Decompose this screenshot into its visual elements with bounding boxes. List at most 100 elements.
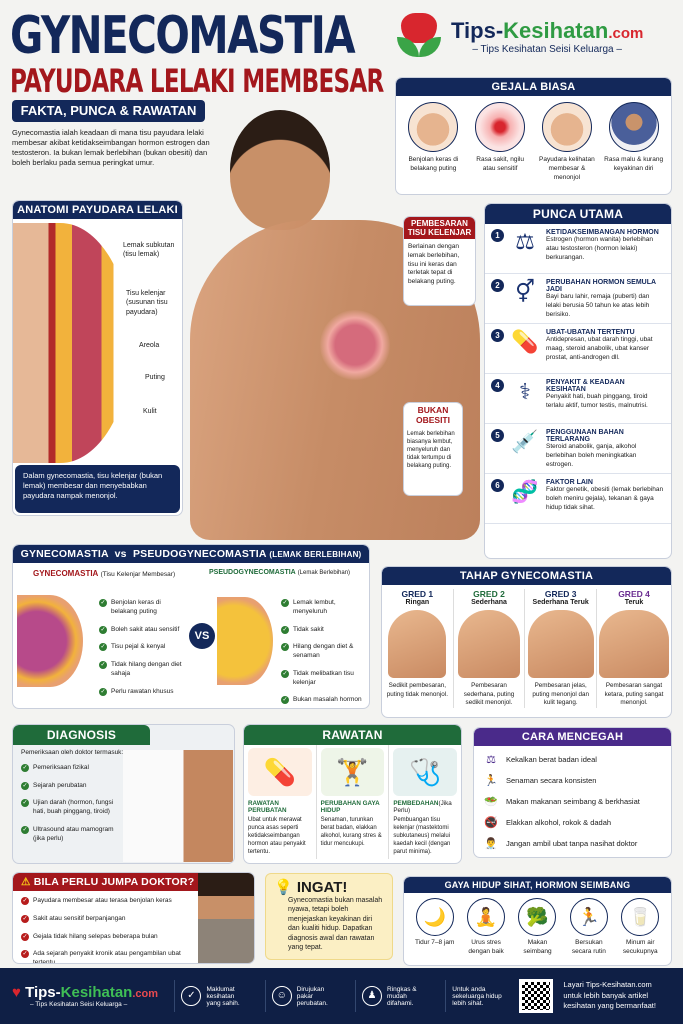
anatomy-label: Tisu kelenjar (susunan tisu payudara) [126, 290, 168, 316]
breast-anatomy-illustration [13, 223, 131, 463]
gaya-title: GAYA HIDUP SIHAT, HORMON SEIMBANG [404, 877, 671, 893]
intro-text: Gynecomastia ialah keadaan di mana tisu … [12, 128, 210, 168]
punca-title: PENYAKIT & KEADAAN KESIHATAN [546, 379, 625, 393]
callout-text: Lemak berlebihan biasanya lembut, menyel… [407, 431, 455, 470]
punca-title: FAKTOR LAIN [546, 479, 593, 486]
punca-text: Antidepresan, ubat darah tinggi, ubat ma… [546, 336, 653, 361]
exercise-icon: 🏃 [484, 775, 498, 787]
lightbulb-icon: 💡 [274, 879, 293, 896]
check-item: ✓Hilang dengan diet & senaman [281, 643, 369, 661]
punca-text: Bayi baru lahir, remaja (puberti) dan le… [546, 293, 650, 318]
logo-name-b: Kesihatan [503, 17, 609, 43]
gaya-label: Minum air secukupnya [622, 939, 658, 955]
grade-text: Pembesaran jelas, puting menonjol dan ku… [532, 682, 590, 706]
anatomy-label: Puting [145, 374, 165, 381]
grade-text: Pembesaran sangat ketara, puting sangat … [604, 682, 664, 706]
ingat-section: 💡 INGAT! Gynecomastia bukan masalah nyaw… [265, 873, 393, 960]
grade-number: GRED 3 [544, 589, 577, 599]
rawatan-item-title: RAWATAN PERUBATAN [248, 800, 287, 814]
check-icon: ✓ [21, 950, 29, 959]
check-icon: ✓ [21, 781, 29, 790]
mencegah-text: Jangan ambil ubat tanpa nasihat doktor [506, 839, 638, 848]
punca-title: UBAT-UBATAN TERTENTU [546, 329, 635, 336]
ingat-title: INGAT! [296, 879, 348, 896]
punca-text: Estrogen (hormon wanita) berlebihan atau… [546, 236, 653, 261]
brand-logo[interactable]: Tips-Kesihatan.com – Tips Kesihatan Seis… [395, 10, 665, 62]
punca-title: PENGGUNAAN BAHAN TERLARANG [546, 429, 624, 443]
gaya-label: Tidur 7–8 jam [414, 939, 455, 946]
step-number: 1 [491, 229, 504, 242]
check-item: ✓Ultrasound atau mamogram (jika perlu) [21, 825, 125, 844]
pseudo-label: PSEUDOGYNECOMASTIA [209, 569, 296, 576]
rawatan-title: RAWATAN [244, 725, 461, 745]
check-item: ✓Gejala tidak hilang selepas beberapa bu… [21, 932, 195, 942]
rawatan-item-text: Ubat untuk merawat punca asas seperti ke… [248, 817, 306, 856]
gejala-label: Payudara kelihatan membesar & menonjol [539, 156, 595, 181]
caduceus-icon: ⚕ [519, 379, 531, 404]
footer-feature: ☺Dirujukan pakar perubatan. [264, 980, 345, 1012]
heart-icon: ♥ [12, 984, 21, 1001]
check-icon: ✓ [21, 799, 29, 808]
pain-icon [475, 102, 526, 152]
check-icon: ✓ [99, 687, 107, 696]
check-item: ✓Tidak hilang dengan diet sahaja [99, 661, 189, 679]
qr-code[interactable] [519, 979, 554, 1013]
check-item: ✓ Payudara membesar atau terasa benjolan … [21, 897, 195, 906]
check-text: Payudara membesar atau terasa benjolan k… [33, 897, 172, 904]
anatomy-label: Kulit [143, 408, 157, 415]
punca-title: PERUBAHAN HORMON SEMULA JADI [546, 279, 656, 293]
mencegah-item: 🥗Makan makanan seimbang & berkhasiat [474, 791, 671, 812]
healthy-food-icon: 🥦 [518, 898, 557, 936]
footer-logo[interactable]: ♥ Tips-Kesihatan.com – Tips Kesihatan Se… [12, 984, 164, 1008]
footer-feature-text: Untuk anda sekeluarga hidup lebih sihat. [452, 985, 502, 1007]
stress-icon: 🧘 [467, 898, 506, 936]
step-number: 2 [491, 279, 504, 292]
gyne-label: GYNECOMASTIA [33, 569, 99, 578]
check-text: Benjolan keras di belakang puting [111, 599, 161, 615]
step-number: 4 [491, 379, 504, 392]
compare-title-a: GYNECOMASTIA [20, 548, 109, 560]
footer-logo-b: Kesihatan [60, 984, 133, 1001]
doktor-title: BILA PERLU JUMPA DOKTOR? [33, 876, 195, 888]
grade-level: Sederhana [471, 599, 507, 606]
warning-icon: ⚠ [21, 876, 31, 888]
no-smoking-icon: 🚭 [484, 817, 498, 829]
check-text: Tisu pejal & kenyal [111, 643, 166, 651]
compare-title-note: (LEMAK BERLEBIHAN) [269, 550, 362, 559]
enlarged-chest-icon [541, 102, 592, 152]
page-title: GYNECOMASTIA [10, 6, 356, 66]
section-badge: FAKTA, PUNCA & RAWATAN [12, 100, 205, 122]
mencegah-section: CARA MENCEGAH ⚖Kekalkan berat badan idea… [473, 727, 672, 858]
check-icon: ✓ [99, 643, 107, 652]
mencegah-item: 👨‍⚕Jangan ambil ubat tanpa nasihat dokto… [474, 833, 671, 854]
gender-icon: ⚥ [515, 279, 535, 304]
check-icon: ✓ [21, 763, 29, 772]
grade-text: Pembesaran sederhana, puting sedikit men… [463, 682, 515, 706]
heart-leaf-icon [395, 13, 443, 59]
check-icon: ✓ [21, 914, 29, 923]
bila-doktor-section: ⚠ BILA PERLU JUMPA DOKTOR? ✓ Payudara mem… [12, 872, 255, 964]
check-text: Gejala tidak hilang selepas beberapa bul… [33, 932, 158, 940]
chest-profile-image [458, 610, 520, 678]
diagnosis-section: DIAGNOSIS Pemeriksaan oleh doktor termas… [12, 724, 235, 864]
gyne-tissue-illustration [17, 595, 83, 687]
check-icon: ✓ [21, 897, 29, 905]
gejala-section: GEJALA BIASA Benjolan keras di belakang … [395, 77, 672, 195]
anatomi-title: ANATOMI PAYUDARA LELAKI [13, 201, 182, 219]
punca-text: Faktor genetik, obesiti (lemak berlebiha… [546, 486, 664, 511]
check-text: Perlu rawatan khusus [111, 687, 174, 695]
shield-icon: ✓ [181, 986, 202, 1006]
check-text: Boleh sakit atau sensitif [111, 625, 180, 633]
callout-not-obesity: BUKAN OBESITI Lemak berlebihan biasanya … [403, 402, 463, 496]
gaya-item: 🏃Bersukan secara rutin [565, 898, 613, 957]
punca-text: Penyakit hati, buah pinggang, tiroid ter… [546, 393, 648, 409]
